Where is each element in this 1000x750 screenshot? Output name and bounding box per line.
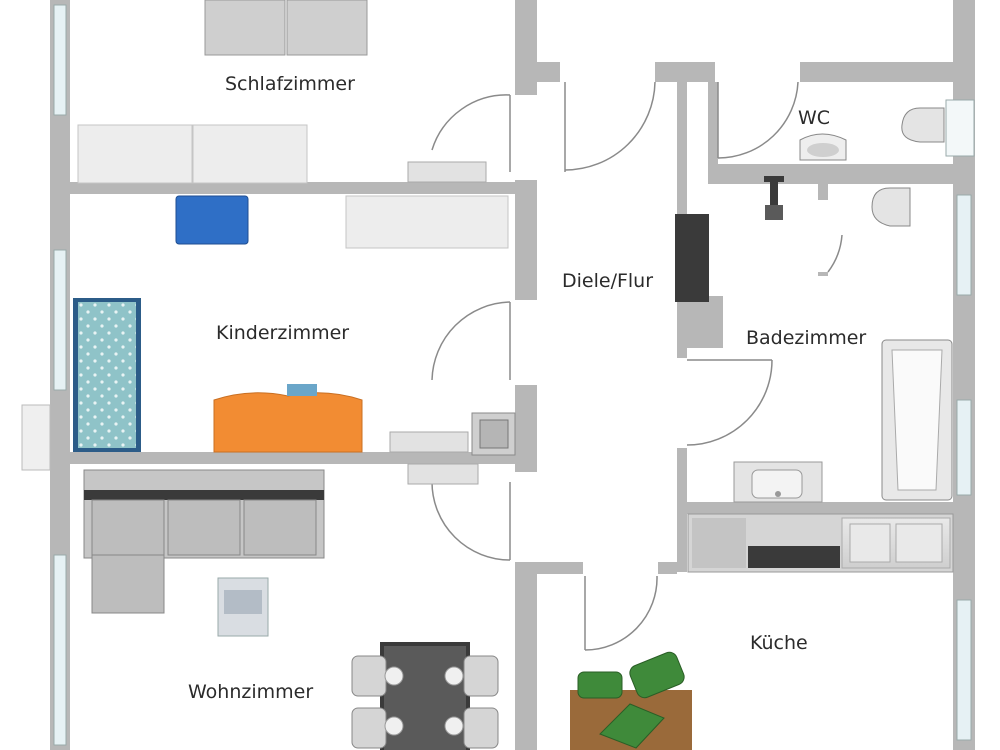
bedroom-furniture <box>77 0 487 184</box>
room-label-badezimmer: Badezimmer <box>746 327 867 349</box>
hall-furniture <box>675 214 709 302</box>
door-gaps <box>515 62 828 574</box>
bathroom-fixtures <box>733 176 953 503</box>
living-room-furniture <box>83 463 499 750</box>
room-label-wc: WC <box>798 107 831 129</box>
room-label-kinderzimmer: Kinderzimmer <box>216 322 350 344</box>
wc-fixtures <box>799 107 945 161</box>
doors <box>431 81 843 651</box>
room-label-diele: Diele/Flur <box>562 270 654 292</box>
kitchen-furniture <box>570 513 954 750</box>
room-label-kueche: Küche <box>750 632 808 654</box>
kids-room-furniture <box>73 195 516 456</box>
room-label-schlafzimmer: Schlafzimmer <box>225 73 355 95</box>
windows <box>53 4 975 746</box>
radiator-left <box>21 404 51 471</box>
room-label-wohnzimmer: Wohnzimmer <box>188 681 314 703</box>
